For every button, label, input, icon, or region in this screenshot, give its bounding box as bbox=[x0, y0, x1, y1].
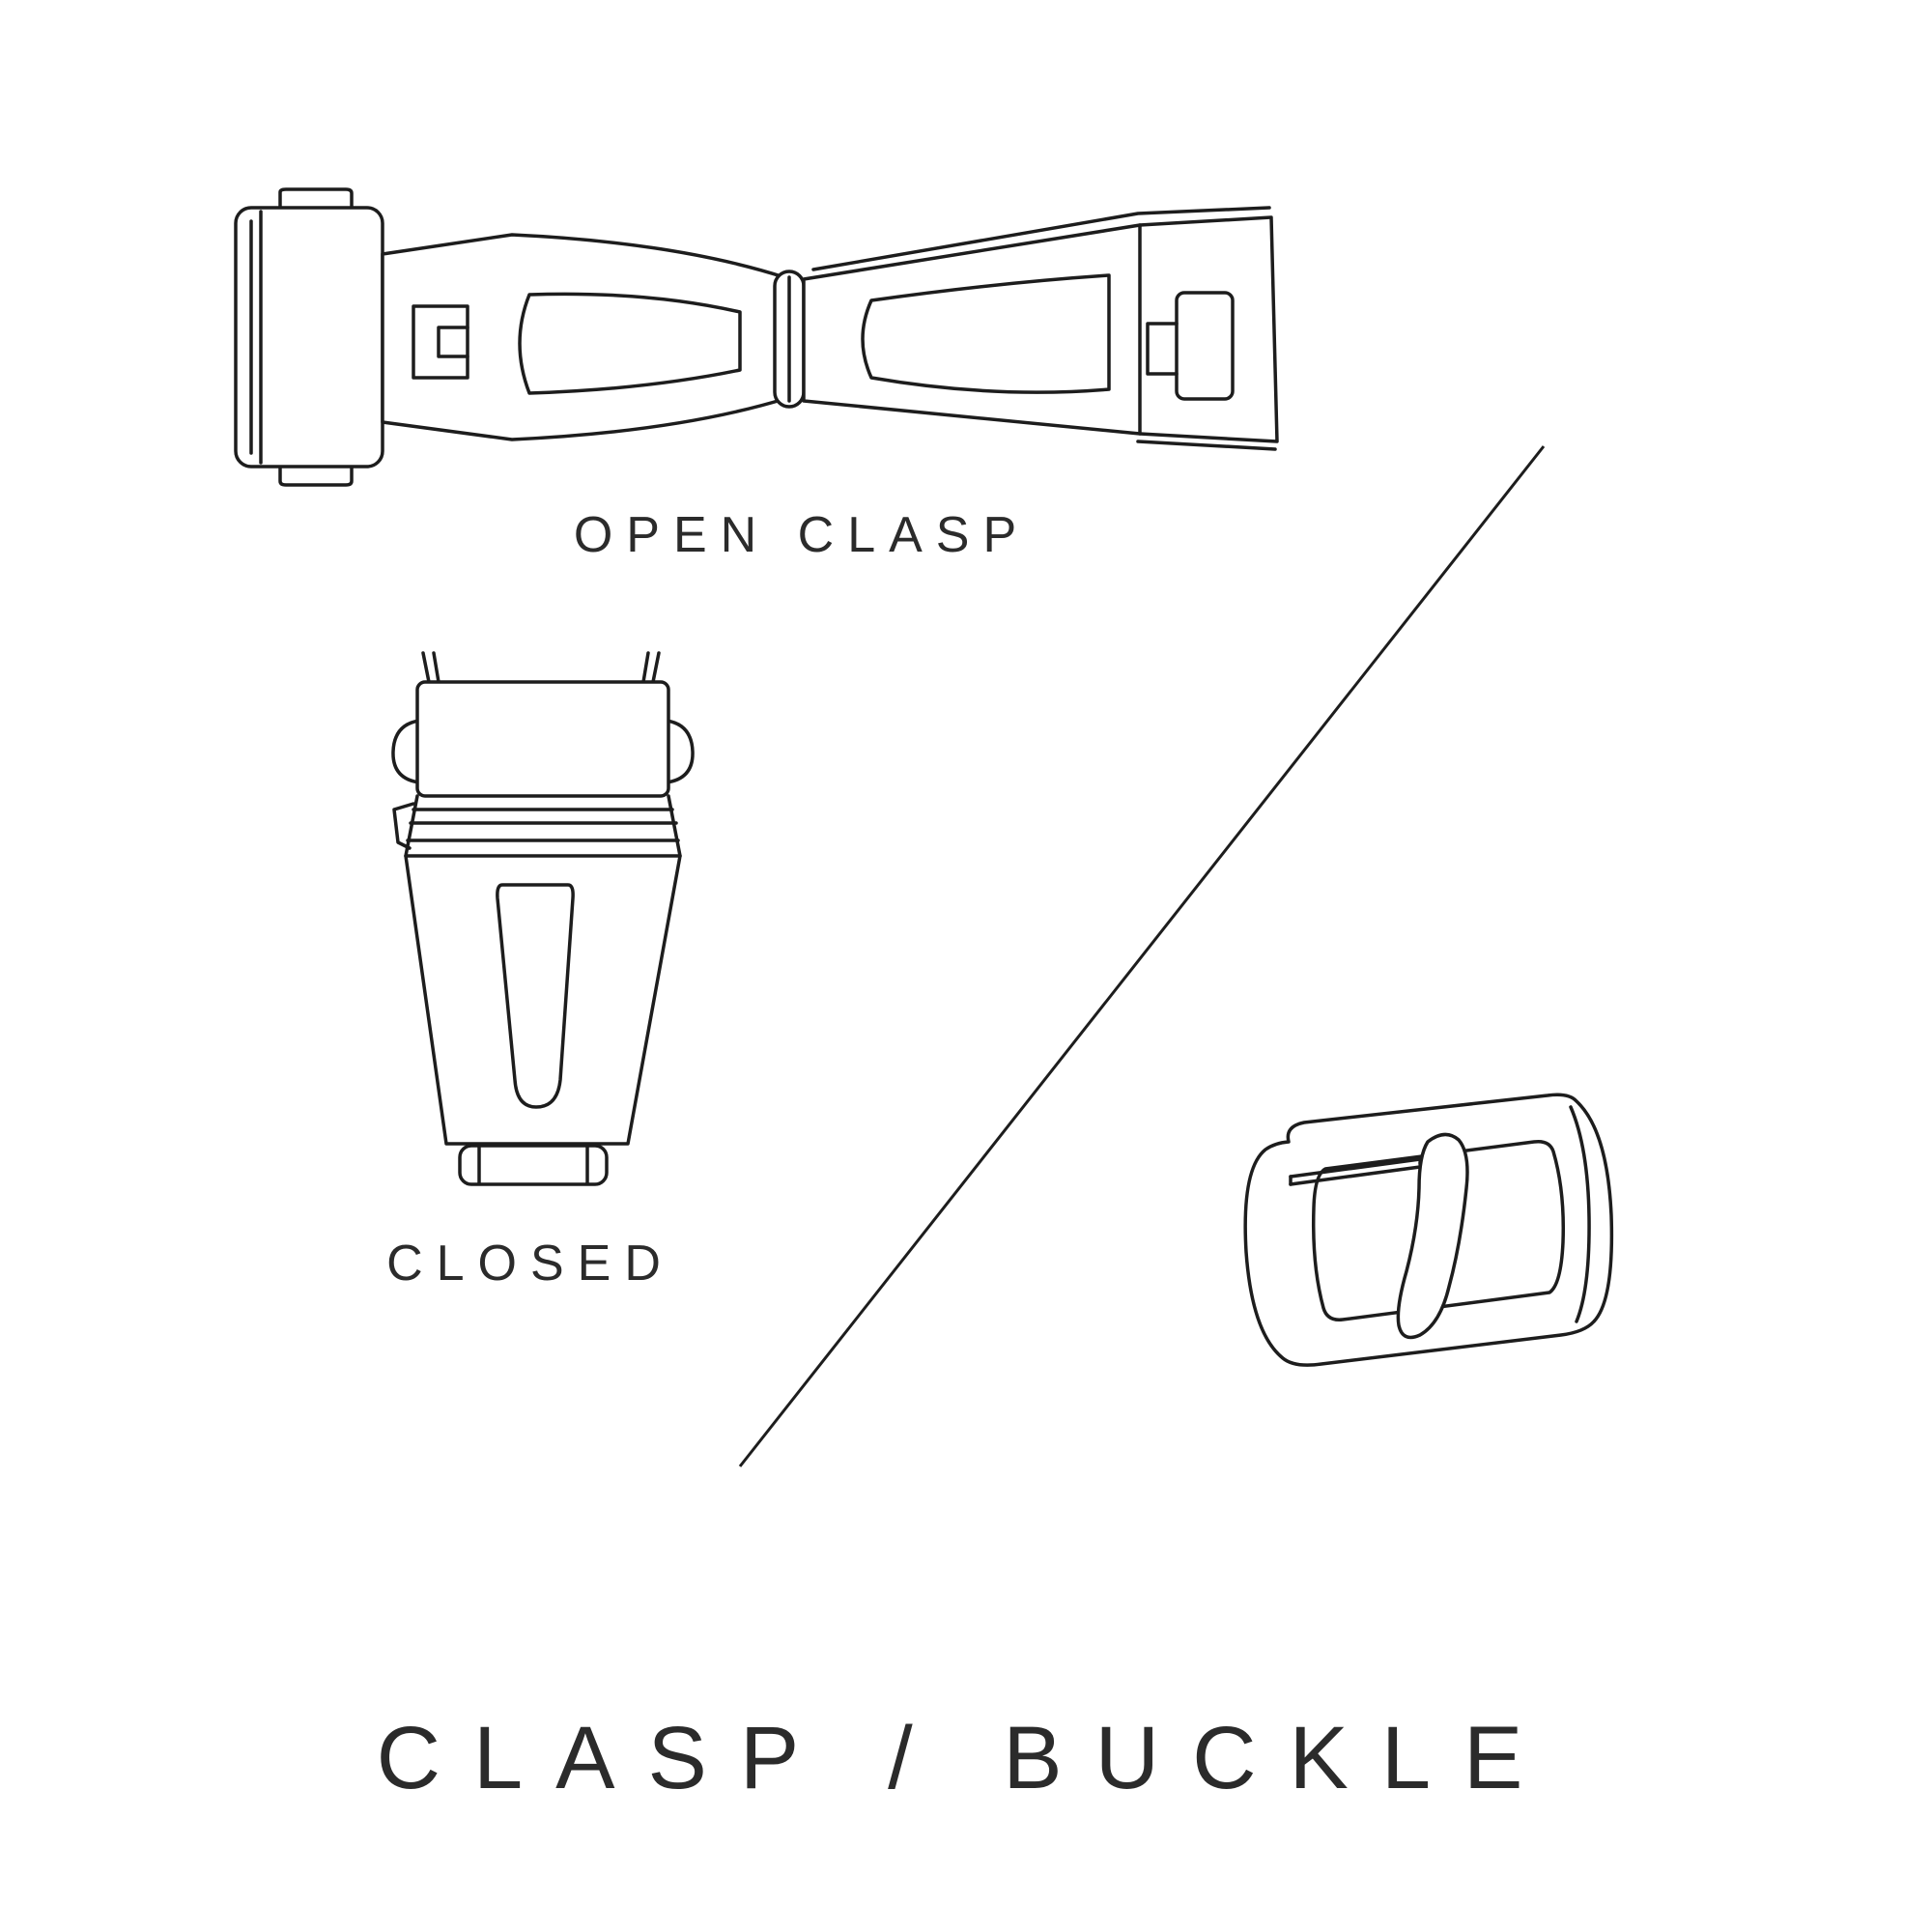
open-clasp-label: OPEN CLASP bbox=[573, 507, 1031, 563]
closed-clasp-body bbox=[406, 856, 680, 1144]
closed-clasp-prongs bbox=[423, 653, 659, 682]
open-clasp-hinge bbox=[775, 271, 804, 407]
tang-buckle-illustration bbox=[1229, 1080, 1634, 1418]
open-clasp-left-blade bbox=[383, 235, 784, 440]
open-clasp-right-blade bbox=[804, 208, 1277, 449]
closed-clasp-top-block bbox=[417, 682, 668, 796]
open-clasp-illustration bbox=[222, 179, 1294, 497]
buckle-tongue bbox=[1398, 1134, 1467, 1337]
closed-clasp-band bbox=[394, 796, 680, 856]
buckle-pin bbox=[1291, 1159, 1420, 1184]
closed-clasp-side-ears bbox=[393, 721, 693, 782]
closed-clasp-illustration bbox=[379, 649, 712, 1200]
open-clasp-left-end-link bbox=[236, 189, 383, 485]
closed-clasp-label: CLOSED bbox=[386, 1236, 674, 1292]
closed-clasp-bottom-bar bbox=[460, 1146, 607, 1184]
diagram-title: CLASP / BUCKLE bbox=[376, 1709, 1556, 1807]
